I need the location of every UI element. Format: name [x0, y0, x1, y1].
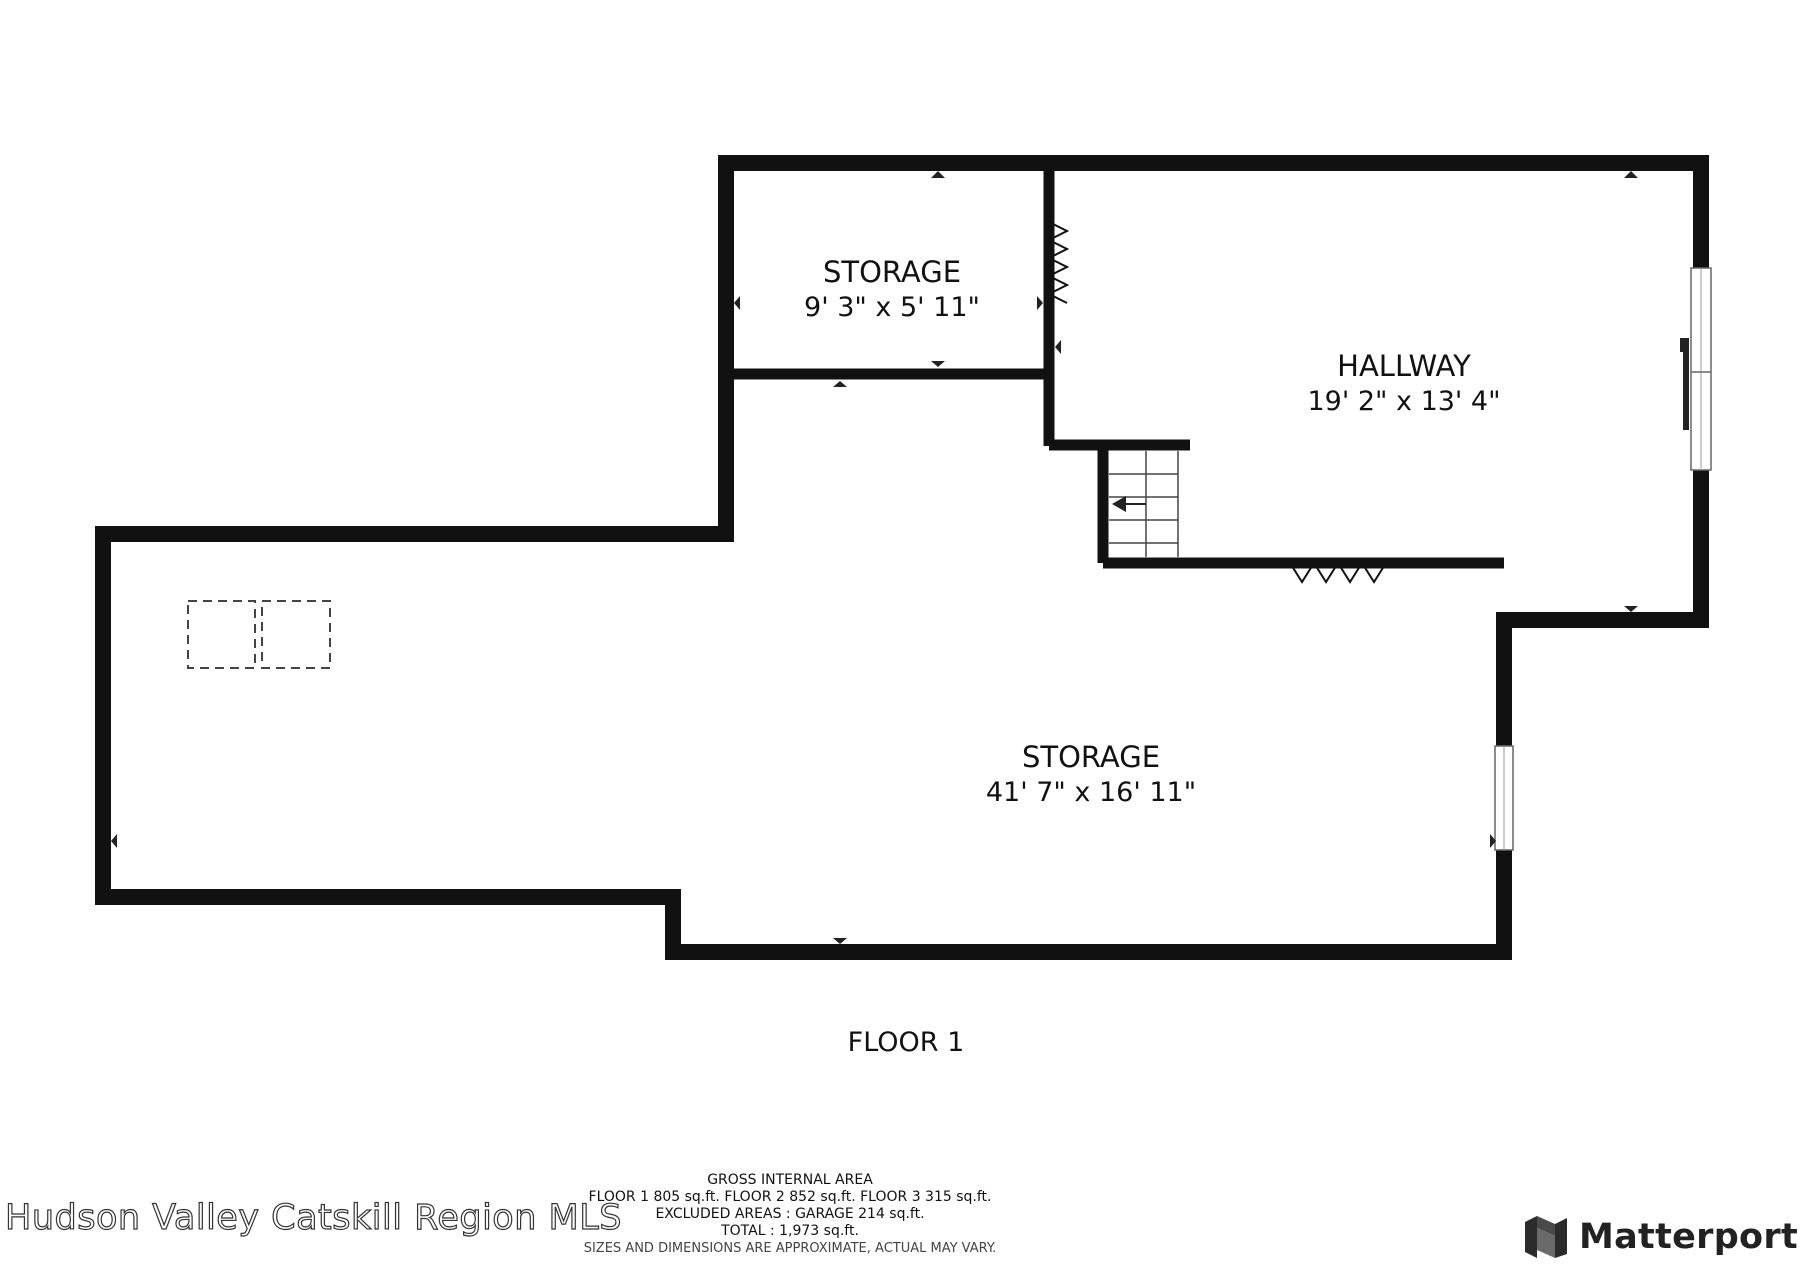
mls-watermark: Hudson Valley Catskill Region MLS [4, 1197, 622, 1238]
brand-logo: Matterport [1523, 1213, 1798, 1261]
area-summary: GROSS INTERNAL AREA FLOOR 1 805 sq.ft. F… [560, 1172, 1020, 1257]
storage-bifold-door-icon [1046, 221, 1070, 304]
area-disclaimer: SIZES AND DIMENSIONS ARE APPROXIMATE, AC… [583, 1241, 997, 1256]
dimension-marker-icon [931, 361, 945, 367]
floor-label: FLOOR 1 [848, 1027, 965, 1058]
room-dimensions-storage-large: 41' 7" x 16' 11" [986, 777, 1196, 808]
windows [1494, 267, 1712, 851]
appliance-outline-icon [187, 600, 256, 669]
dimension-marker-icon [1624, 171, 1638, 178]
dimension-markers [111, 171, 1638, 944]
matterport-logo-icon [1525, 1216, 1567, 1258]
dimension-marker-icon [1037, 296, 1043, 310]
hallway-panel-icon [1683, 338, 1689, 430]
brand-name: Matterport [1579, 1217, 1798, 1257]
hallway-panel-knob [1680, 338, 1684, 352]
dimension-marker-icon [931, 171, 945, 178]
area-excluded-line: EXCLUDED AREAS : GARAGE 214 sq.ft. [655, 1206, 925, 1222]
appliance-outline-icon [261, 600, 331, 669]
staircase [1109, 451, 1179, 557]
area-total-line: TOTAL : 1,973 sq.ft. [721, 1223, 859, 1239]
dimension-marker-icon [734, 296, 740, 310]
room-dimensions-storage-small: 9' 3" x 5' 11" [804, 292, 980, 323]
room-name-storage-small: STORAGE [823, 255, 961, 289]
dimension-marker-icon [1624, 606, 1638, 612]
hallway-bifold-door-icon [1289, 561, 1387, 584]
dimension-marker-icon [833, 938, 847, 944]
bifold-doors [1046, 221, 1387, 584]
area-heading: GROSS INTERNAL AREA [707, 1172, 873, 1188]
dimension-marker-icon [1490, 834, 1496, 848]
area-floors-line: FLOOR 1 805 sq.ft. FLOOR 2 852 sq.ft. FL… [588, 1189, 992, 1205]
stair-arrow-icon [1112, 496, 1126, 512]
dashed-fixtures [187, 600, 331, 669]
interior-walls [726, 163, 1504, 569]
dimension-marker-icon [111, 834, 117, 848]
room-name-hallway: HALLWAY [1337, 349, 1471, 383]
dimension-marker-icon [833, 381, 847, 387]
room-name-storage-large: STORAGE [1022, 740, 1160, 774]
room-dimensions-hallway: 19' 2" x 13' 4" [1307, 386, 1500, 417]
dimension-marker-icon [1055, 340, 1061, 354]
